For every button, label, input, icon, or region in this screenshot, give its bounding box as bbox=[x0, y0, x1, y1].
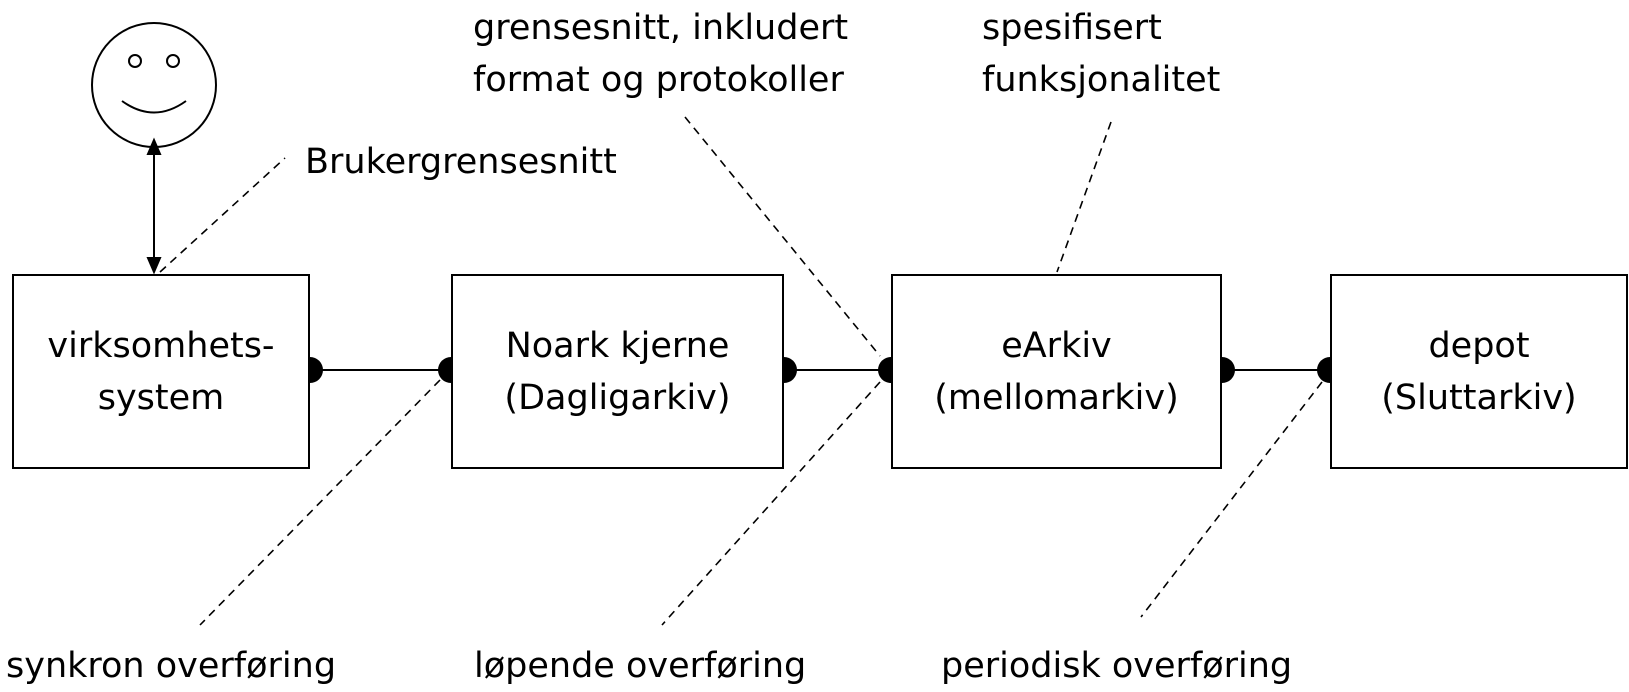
leader-sync-transfer bbox=[199, 379, 441, 626]
leader-interface-top bbox=[684, 116, 881, 357]
box-label-line: system bbox=[97, 377, 225, 418]
label-sync-transfer: synkron overføring bbox=[6, 646, 337, 686]
label-periodic-transfer: periodisk overføring bbox=[941, 646, 1293, 686]
user-smiley-icon bbox=[91, 22, 217, 148]
leader-functionality-top bbox=[1056, 121, 1112, 273]
label-line: spesifisert bbox=[982, 8, 1162, 48]
box-virksomhetssystem: virksomhets- system bbox=[12, 274, 310, 469]
box-depot: depot (Sluttarkiv) bbox=[1330, 274, 1628, 469]
label-line: format og protokoller bbox=[473, 60, 844, 100]
box-label-line: (Sluttarkiv) bbox=[1381, 377, 1577, 418]
leader-user-interface bbox=[159, 157, 286, 273]
box-noark-kjerne: Noark kjerne (Dagligarkiv) bbox=[451, 274, 784, 469]
box-label-line: (mellomarkiv) bbox=[934, 377, 1179, 418]
box-label-line: (Dagligarkiv) bbox=[504, 377, 731, 418]
leader-continuous-transfer bbox=[661, 381, 881, 626]
box-earkiv: eArkiv (mellomarkiv) bbox=[891, 274, 1222, 469]
label-user-interface: Brukergrensesnitt bbox=[305, 142, 617, 182]
label-continuous-transfer: løpende overføring bbox=[474, 646, 807, 686]
dashed-leaders bbox=[159, 116, 1323, 626]
box-label-line: depot bbox=[1428, 325, 1530, 366]
label-line: funksjonalitet bbox=[982, 60, 1221, 100]
label-functionality-top: spesifisert funksjonalitet bbox=[982, 2, 1220, 106]
box-label-line: virksomhets- bbox=[47, 325, 275, 366]
user-interaction-arrow bbox=[146, 137, 162, 275]
box-label-line: eArkiv bbox=[1001, 325, 1112, 366]
label-interface-top: grensesnitt, inkludert format og protoko… bbox=[473, 2, 848, 106]
label-line: grensesnitt, inkludert bbox=[473, 8, 849, 48]
leader-periodic-transfer bbox=[1140, 381, 1323, 618]
box-label-line: Noark kjerne bbox=[505, 325, 730, 366]
